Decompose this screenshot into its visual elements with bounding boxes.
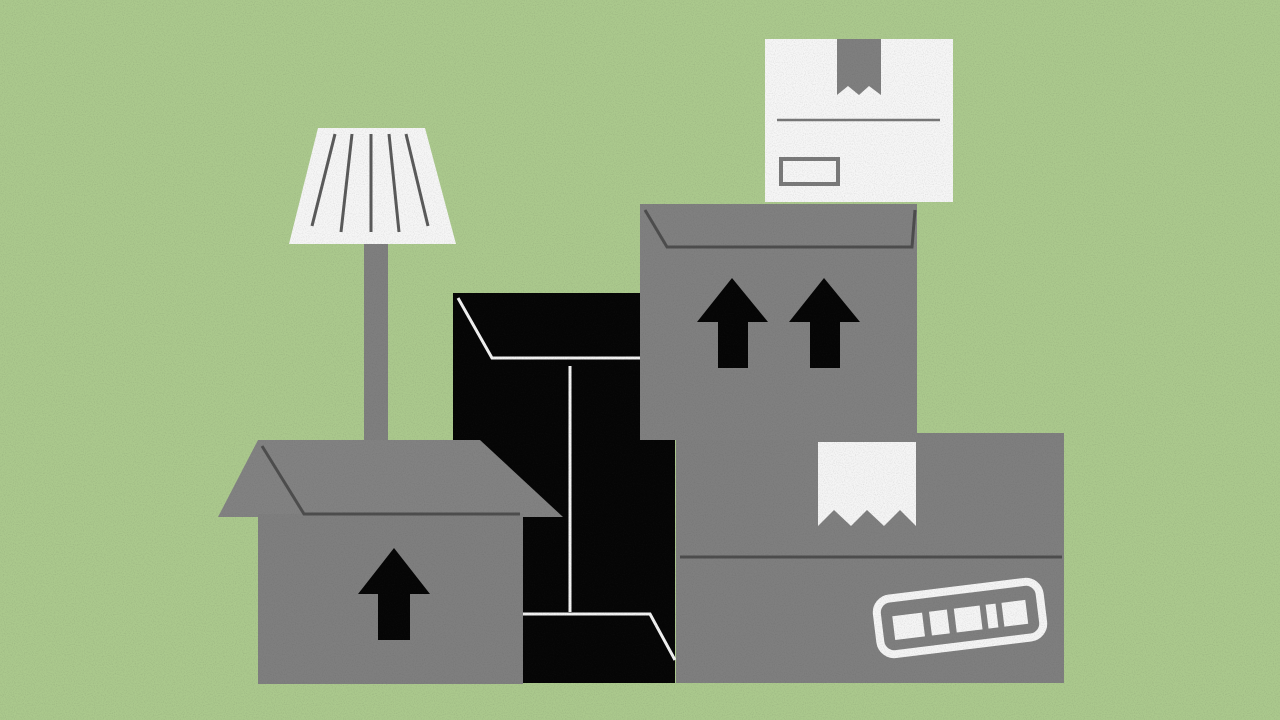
moving-boxes-illustration xyxy=(0,0,1280,720)
texture-overlay xyxy=(0,0,1280,720)
illustration-scene xyxy=(0,0,1280,720)
